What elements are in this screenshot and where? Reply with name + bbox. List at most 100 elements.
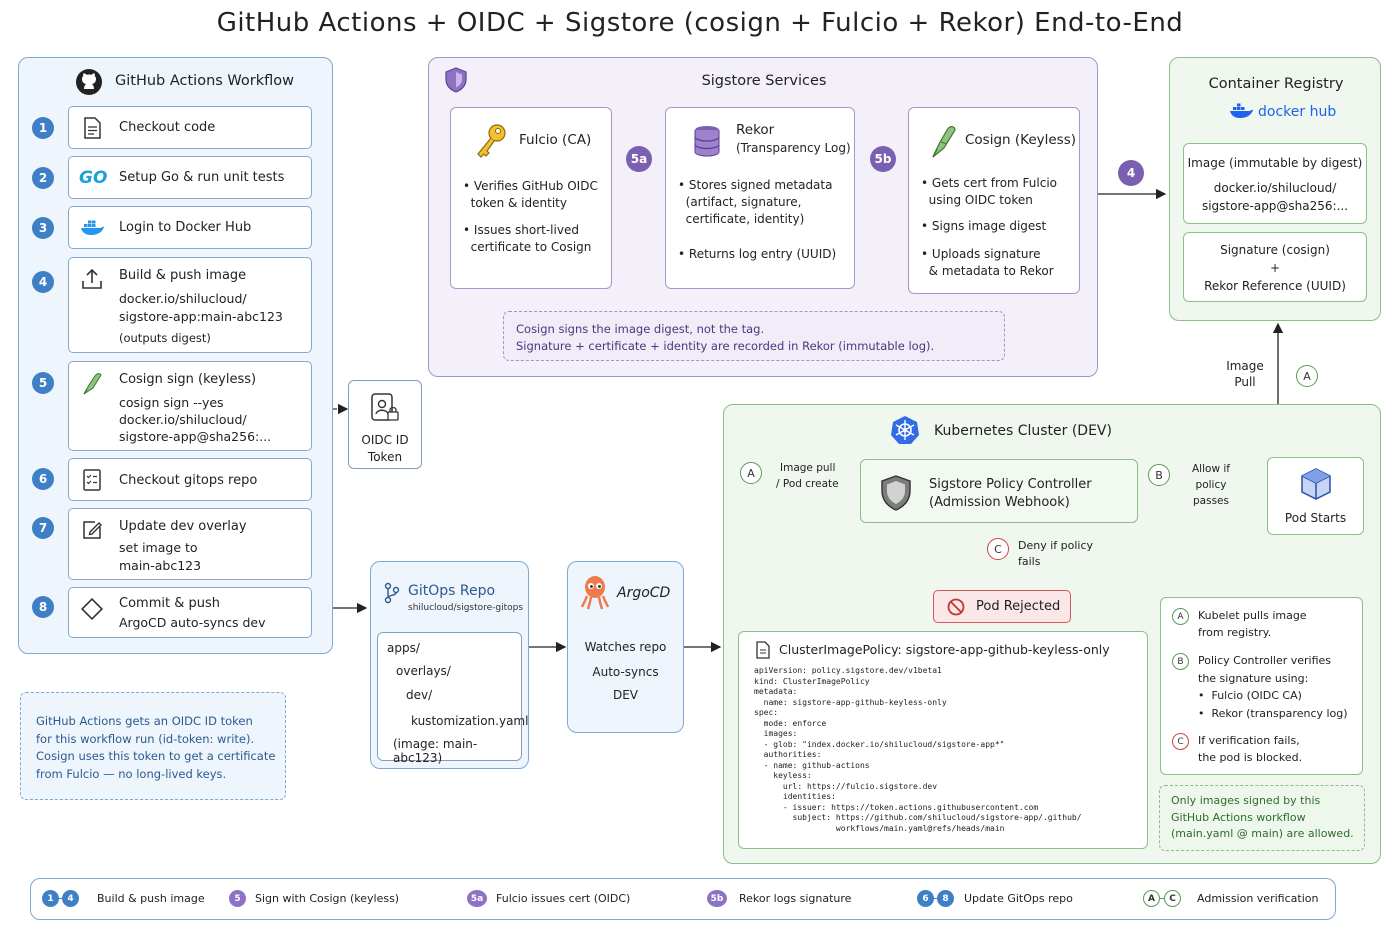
argocd-octopus-icon	[580, 576, 610, 610]
explain-b-item: Fulcio (OIDC CA)	[1211, 689, 1302, 702]
step-2-title: Setup Go & run unit tests	[119, 170, 285, 185]
legend-fulcio-cert: 5a Fulcio issues cert (OIDC)	[467, 890, 630, 907]
cosign-bullet: • Uploads signature & metadata to Rekor	[921, 247, 1054, 278]
registry-image-title: Image (immutable by digest)	[1187, 156, 1363, 170]
step-1-number: 1	[32, 117, 54, 139]
step-5-number: 5	[32, 372, 54, 394]
gitops-title: GitOps Repo	[408, 583, 496, 599]
step-2-number: 2	[32, 167, 54, 189]
step-5-detail-line: sigstore-app@sha256:...	[119, 429, 272, 444]
rekor-subtitle: (Transparency Log)	[736, 141, 851, 155]
step-login-docker: Login to Docker Hub	[68, 206, 312, 249]
cosign-bullet-text: Uploads signature	[931, 247, 1041, 261]
argocd-line: Watches repo	[584, 640, 667, 654]
commit-diamond-icon	[80, 597, 104, 621]
id-badge-icon	[371, 393, 399, 421]
explain-c-text: If verification fails, the pod is blocke…	[1198, 732, 1302, 766]
gitops-tree-box: apps/ overlays/ dev/ kustomization.yaml …	[377, 632, 528, 765]
github-icon	[76, 69, 102, 95]
explain-b-line: Policy Controller verifies	[1198, 654, 1332, 667]
policy-yaml: apiVersion: policy.sigstore.dev/v1beta1 …	[754, 666, 1082, 833]
fulcio-bullet-text: token & identity	[470, 196, 567, 210]
kubernetes-icon	[891, 416, 919, 444]
k8s-heading: Kubernetes Cluster (DEV)	[934, 423, 1112, 439]
cosign-bullet-text: & metadata to Rekor	[928, 264, 1054, 278]
registry-signature-title: Signature (cosign)	[1220, 243, 1330, 257]
b-allow-label-line: passes	[1193, 495, 1229, 507]
blocked-icon	[947, 598, 965, 616]
step-5-detail: cosign sign --yes docker.io/shilucloud/ …	[119, 394, 271, 445]
legend-label: Fulcio issues cert (OIDC)	[496, 892, 631, 905]
fulcio-bullet: • Verifies GitHub OIDC token & identity	[463, 179, 598, 210]
cluster-image-policy-box: ClusterImagePolicy: sigstore-app-github-…	[738, 631, 1148, 849]
explain-badge-c: C	[1172, 733, 1189, 750]
step-4-detail-line: docker.io/shilucloud/	[119, 291, 247, 306]
legend-label: Update GitOps repo	[964, 892, 1073, 905]
step-update-overlay: Update dev overlay set image to main-abc…	[68, 508, 312, 580]
step-4-detail-line: (outputs digest)	[119, 331, 211, 345]
docker-whale-icon	[1230, 103, 1253, 118]
badge-4: 4	[1118, 160, 1144, 186]
step-7-detail-line: set image to	[119, 540, 198, 555]
legend-num: 5	[229, 890, 246, 907]
cosign-bullet-text: using OIDC token	[928, 193, 1033, 207]
legend-rekor-logs: 5b Rekor logs signature	[707, 890, 851, 907]
a-admission-label: Image pull / Pod create	[776, 460, 839, 492]
legend-num: A	[1143, 890, 1160, 907]
go-logo-icon: GO	[79, 168, 108, 188]
legend-sign-cosign: 5 Sign with Cosign (keyless)	[229, 890, 399, 907]
tree-apps: apps/	[387, 641, 420, 655]
allowed-note-line: Only images signed by this	[1171, 794, 1321, 807]
tree-kustomization: kustomization.yaml	[411, 714, 529, 728]
admission-explanation-box: A Kubelet pulls image from registry. B P…	[1160, 597, 1363, 775]
step-1-title: Checkout code	[119, 120, 216, 135]
explain-a-text: Kubelet pulls image from registry.	[1198, 607, 1307, 641]
step-6-number: 6	[32, 468, 54, 490]
b-allow-label: Allow if policy passes	[1176, 461, 1246, 509]
fulcio-bullet-text: Issues short-lived	[473, 223, 579, 237]
badge-c-deny: C	[987, 538, 1009, 560]
policy-controller-label-line: (Admission Webhook)	[929, 495, 1070, 510]
a-admission-label-line: Image pull	[780, 462, 836, 474]
pod-starts-label: Pod Starts	[1284, 511, 1347, 525]
cosign-pen-icon	[83, 373, 102, 395]
step-4-detail: docker.io/shilucloud/ sigstore-app:main-…	[119, 290, 283, 347]
dockerhub-logo: docker hub	[1228, 102, 1336, 122]
oidc-label-line1: OIDC ID	[361, 433, 409, 447]
policy-controller-label-line: Sigstore Policy Controller	[929, 477, 1092, 492]
registry-image-box: Image (immutable by digest) docker.io/sh…	[1183, 143, 1367, 224]
document-icon	[84, 117, 101, 139]
legend-num: 1	[42, 890, 59, 907]
c-deny-label-line: Deny if policy	[1018, 539, 1094, 552]
rekor-bullet-text: Returns log entry (UUID)	[688, 247, 837, 261]
badge-5a: 5a	[626, 146, 652, 172]
explain-b-line: the signature using:	[1198, 671, 1309, 685]
registry-signature-plus: +	[1269, 261, 1281, 275]
legend-label: Admission verification	[1197, 892, 1319, 905]
step-7-detail: set image to main-abc123	[119, 539, 201, 575]
step-8-detail: ArgoCD auto-syncs dev	[119, 615, 266, 630]
b-allow-label-line: Allow if policy	[1192, 463, 1230, 491]
argocd-panel: ArgoCD Watches repo Auto-syncs DEV	[567, 561, 684, 733]
c-deny-label-line: fails	[1018, 555, 1041, 568]
oidc-note-line: Cosign uses this token to get a certific…	[36, 749, 276, 763]
oidc-note-line: GitHub Actions gets an OIDC ID token	[36, 714, 253, 728]
checklist-icon	[83, 469, 101, 491]
rekor-bullet-text: Stores signed metadata	[688, 178, 833, 192]
fulcio-bullet-text: Verifies GitHub OIDC	[473, 179, 598, 193]
step-4-title: Build & push image	[119, 268, 247, 283]
explain-c-line: If verification fails,	[1198, 734, 1300, 747]
cosign-bullet: • Signs image digest	[921, 219, 1047, 233]
oidc-note-line: from Fulcio — no long-lived keys.	[36, 766, 227, 781]
image-pull-label-line: Image	[1226, 359, 1264, 373]
sigstore-shield-icon	[445, 67, 467, 93]
legend-label: Build & push image	[97, 892, 205, 905]
step-4-detail-line: sigstore-app:main-abc123	[119, 309, 283, 324]
legend-bar	[30, 878, 1336, 920]
step-7-detail-line: main-abc123	[119, 558, 202, 573]
step-6-title: Checkout gitops repo	[119, 473, 258, 488]
step-4-number: 4	[32, 271, 54, 293]
shield-icon	[881, 475, 911, 511]
explain-badge-a: A	[1172, 608, 1189, 625]
